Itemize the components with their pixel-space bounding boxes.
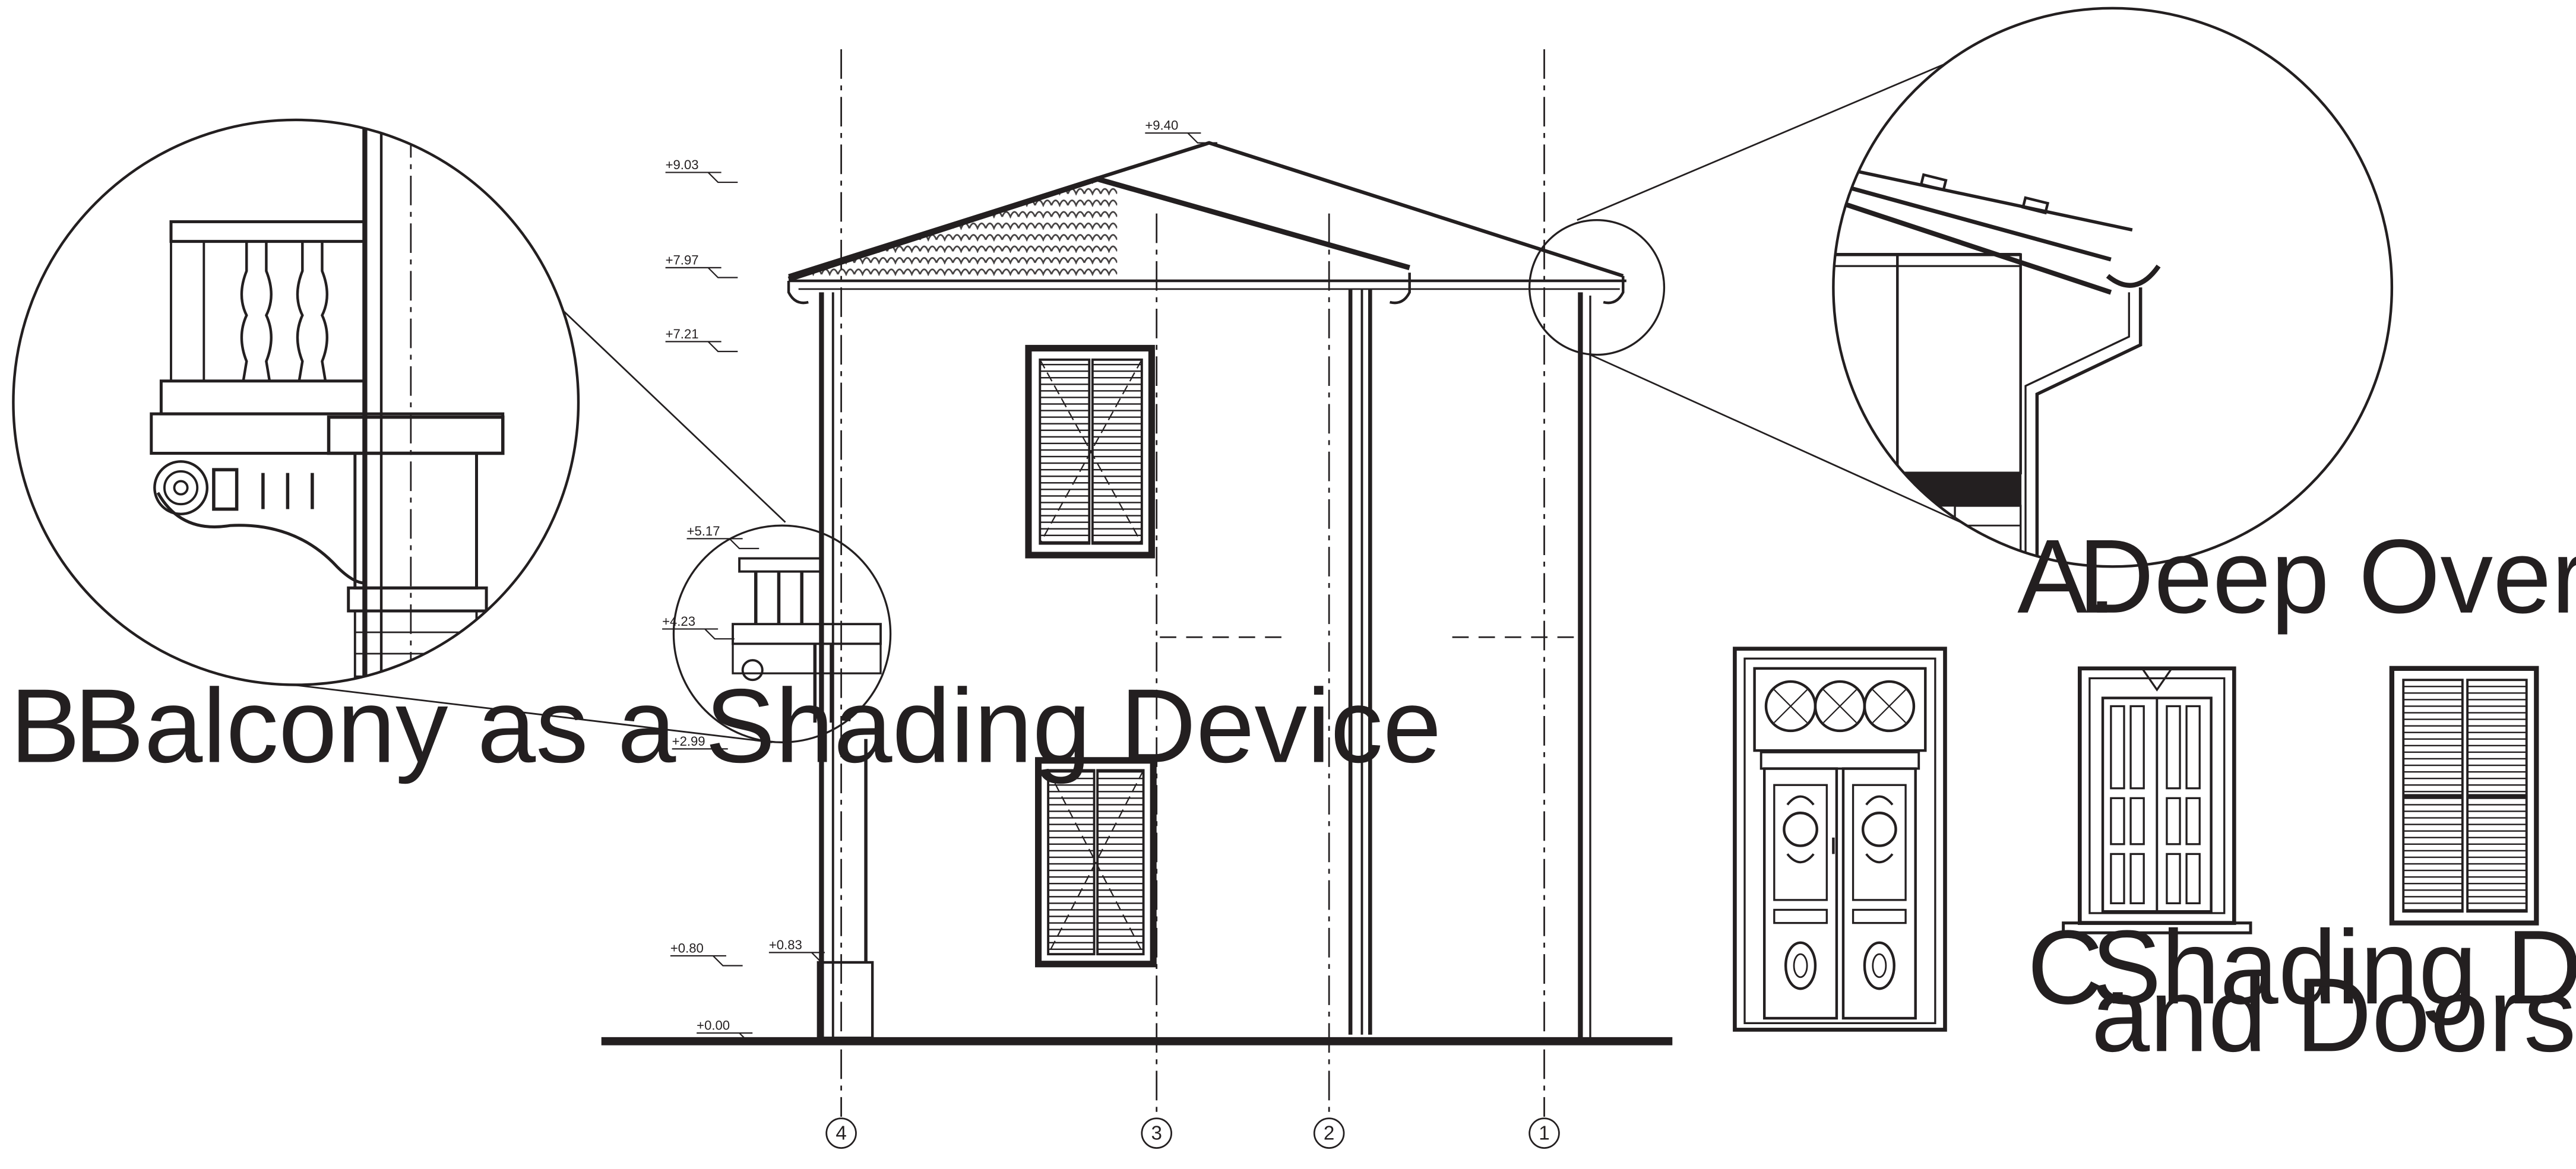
level-marker: +7.21 (666, 327, 738, 353)
level-label: +7.21 (666, 327, 699, 341)
level-label: +0.83 (769, 937, 802, 952)
level-label: +5.17 (687, 524, 720, 538)
level-marker: +0.00 (697, 1018, 769, 1044)
grid-axis-label: 4 (836, 1123, 846, 1145)
caption-c-letter: C. (2027, 908, 2132, 1026)
level-label: +7.97 (666, 252, 699, 267)
caption-c-line1: Shading Design on Windows (2091, 908, 2576, 1026)
level-label: +9.03 (666, 157, 699, 172)
grid-axis-bubble: 1 (1528, 1117, 1560, 1149)
level-marker: +9.03 (666, 157, 738, 183)
lower-shutter-window (1035, 757, 1157, 968)
level-marker: +9.40 (1145, 118, 1218, 144)
caption-c-line2: and Doors (2091, 956, 2576, 1073)
overhang-detail-marker (1528, 219, 1666, 356)
detail-c-window-paneled (2062, 666, 2252, 934)
caption-a-text: Deep Overhangs (2078, 518, 2576, 635)
level-markers: +9.40 +9.03 +7.97 +7.21 +5.17 +4.23 +2.99 +0.80… (662, 118, 1218, 1044)
detail-c-window-louvered (2389, 666, 2539, 926)
level-label: +0.00 (697, 1018, 730, 1032)
caption-b-letter: B. (10, 667, 109, 785)
level-marker: +5.17 (687, 524, 759, 550)
upper-shutter-window (1025, 344, 1155, 559)
caption-b-text: Balcony as a Shading Device (74, 667, 1442, 785)
level-label: +9.40 (1145, 118, 1178, 133)
level-marker: +4.23 (662, 614, 735, 640)
level-label: +0.80 (670, 940, 704, 955)
level-label: +2.99 (672, 734, 705, 749)
caption-a-letter: A. (2017, 518, 2116, 635)
detail-c-door (1733, 647, 1947, 1032)
grid-axis-label: 3 (1151, 1123, 1162, 1145)
grid-axis-label: 2 (1324, 1123, 1334, 1145)
grid-axis-bubbles: 4 3 2 1 (825, 1117, 1560, 1149)
grid-axis-bubble: 3 (1141, 1117, 1172, 1149)
grid-axis-label: 1 (1539, 1123, 1549, 1145)
balcony-detail-marker (672, 524, 892, 743)
grid-axis-bubble: 4 (825, 1117, 857, 1149)
detail-b-balcony (12, 118, 580, 686)
level-marker: +2.99 (672, 734, 745, 760)
level-label: +4.23 (662, 614, 695, 629)
axis-lines (840, 49, 1545, 1117)
building-elevation (601, 49, 1673, 1117)
level-marker: +0.83 (768, 937, 841, 964)
level-marker: +7.97 (666, 252, 738, 278)
level-marker: +0.80 (670, 940, 743, 967)
grid-axis-bubble: 2 (1313, 1117, 1345, 1149)
detail-a-overhang (1832, 7, 2394, 568)
